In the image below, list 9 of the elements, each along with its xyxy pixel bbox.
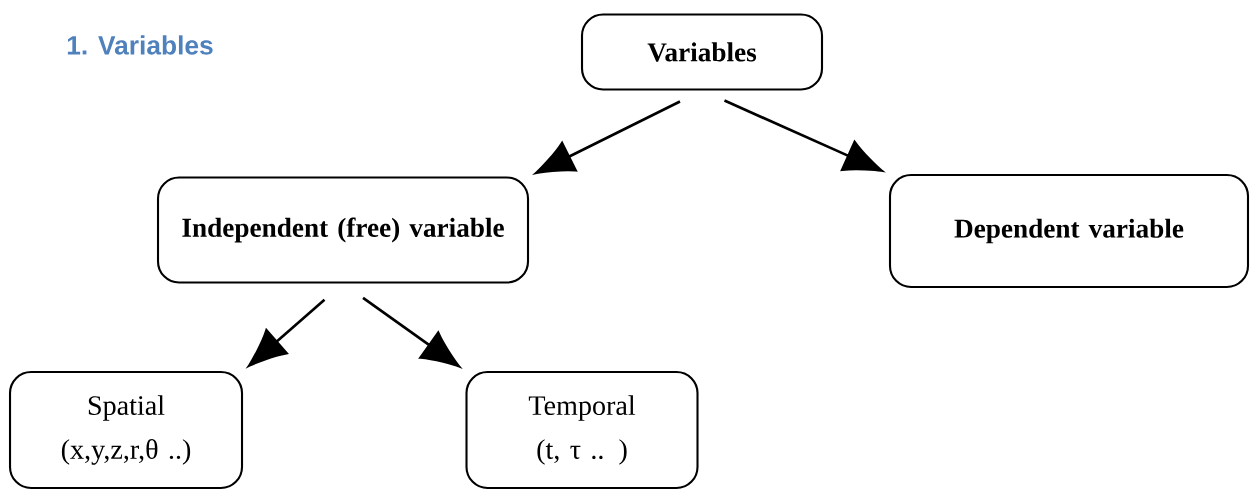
box: Temporal (t, τ .. ) — [465, 370, 699, 490]
box: Spatial (x,y,z,r,θ ..) — [8, 370, 244, 490]
box: Independent (free) variable — [156, 176, 530, 284]
box: Dependent variable — [888, 173, 1250, 289]
arrow — [248, 298, 326, 367]
heading: 1. Variables — [67, 35, 213, 55]
box: Variables — [580, 13, 824, 91]
arrow — [535, 100, 681, 174]
arrow — [362, 296, 460, 368]
